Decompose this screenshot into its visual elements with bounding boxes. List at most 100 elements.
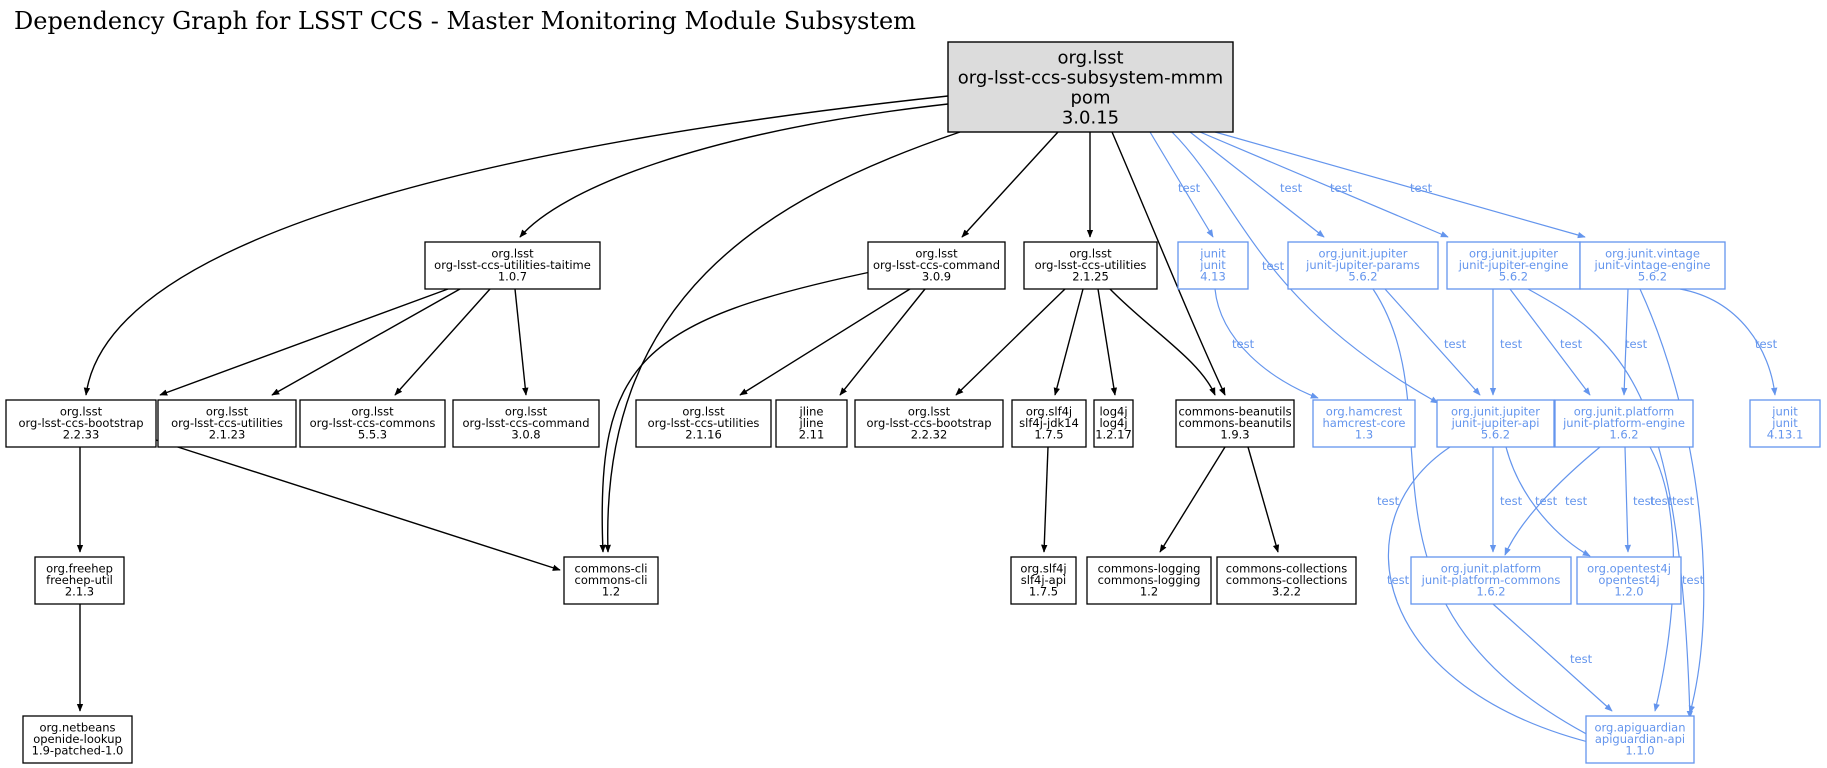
edge-label: test xyxy=(1232,337,1255,351)
edge-line xyxy=(155,439,561,571)
edge-junit413-to-hamcrest: test xyxy=(1214,288,1319,399)
edge-label: test xyxy=(1410,181,1433,195)
edge-pengine-to-pcommons: test xyxy=(1504,446,1601,556)
edge-jengine-to-japi: test xyxy=(1489,289,1523,396)
node-version: 2.11 xyxy=(799,428,825,442)
edge-utilities2125-to-log4j xyxy=(1097,288,1118,396)
node-version: 3.0.9 xyxy=(922,270,951,284)
edge-label: test xyxy=(1387,573,1410,587)
node-group-id: org.junit.platform xyxy=(1574,405,1675,419)
node-group-id: org.junit.jupiter xyxy=(1451,405,1540,419)
node-artifact-id: commons-collections xyxy=(1226,573,1347,587)
edge-line xyxy=(839,288,926,396)
node-version: 4.13 xyxy=(1200,270,1226,284)
edge-line xyxy=(1189,131,1325,238)
node-box xyxy=(1749,399,1821,448)
node-version: 1.6.2 xyxy=(1609,428,1638,442)
node-box xyxy=(563,556,659,605)
edge-root-to-taitime xyxy=(519,103,949,238)
edge-line xyxy=(1505,446,1591,557)
edge-line xyxy=(1509,288,1591,396)
edge-line xyxy=(1621,288,1629,396)
node-artifact-id: slf4j-api xyxy=(1021,573,1066,587)
node-packaging: pom xyxy=(1071,87,1111,108)
node-artifact-id: org-lsst-ccs-command xyxy=(462,416,589,430)
edge-pengine-to-opentest4j: test xyxy=(1624,446,1656,553)
node-junit-jupiter-engine-5-6-2: org.junit.jupiterjunit-jupiter-engine5.6… xyxy=(1446,241,1581,290)
node-group-id: org.lsst xyxy=(206,405,249,419)
node-version: 5.6.2 xyxy=(1499,270,1528,284)
node-junit-platform-engine-1-6-2: org.junit.platformjunit-platform-engine1… xyxy=(1554,399,1694,448)
node-box xyxy=(1093,399,1134,448)
node-box xyxy=(1177,241,1249,290)
node-group-id: org.junit.vintage xyxy=(1605,247,1700,261)
node-box xyxy=(947,41,1234,133)
node-version: 2.1.25 xyxy=(1072,270,1109,284)
node-artifact-id: junit xyxy=(1771,416,1798,430)
node-box xyxy=(854,399,1004,448)
node-box xyxy=(1023,241,1158,290)
node-version: 3.0.8 xyxy=(511,428,540,442)
node-group-id: commons-logging xyxy=(1098,562,1201,576)
edge-vintage-to-pengine: test xyxy=(1621,288,1648,396)
edge-line xyxy=(1159,446,1226,553)
node-group-id: org.junit.platform xyxy=(1441,562,1542,576)
node-artifact-id: org-lsst-ccs-subsystem-mmm xyxy=(958,67,1223,88)
node-artifact-id: openide-lookup xyxy=(33,732,122,746)
edge-line xyxy=(1372,288,1595,739)
edge-japi-to-opentest4j: test xyxy=(1505,446,1591,557)
edge-utilities2125-to-slf4jjdk xyxy=(1053,288,1084,396)
node-artifact-id: commons-cli xyxy=(575,573,648,587)
node-box xyxy=(1010,556,1077,605)
node-artifact-id: org-lsst-ccs-bootstrap xyxy=(18,416,143,430)
node-box xyxy=(1446,241,1581,290)
node-box xyxy=(1312,399,1416,448)
edge-line xyxy=(1679,288,1778,396)
node-version: 1.9.3 xyxy=(1220,428,1249,442)
node-version: 1.2.0 xyxy=(1614,585,1643,599)
edge-slf4jjdk-to-slf4japi xyxy=(1041,446,1049,553)
node-org-lsst-ccs-subsystem-mmm-3-0-15: org.lsstorg-lsst-ccs-subsystem-mmmpom3.0… xyxy=(947,41,1234,133)
edge-taitime-to-commons553 xyxy=(394,288,491,396)
edge-vintage-to-junit4131: test xyxy=(1679,288,1778,396)
edge-label: test xyxy=(1650,494,1673,508)
node-group-id: org.junit.jupiter xyxy=(1469,247,1558,261)
edge-label: test xyxy=(1262,259,1285,273)
node-version: 2.1.23 xyxy=(209,428,246,442)
node-box xyxy=(1436,399,1555,448)
node-version: 5.6.2 xyxy=(1348,270,1377,284)
edge-jengine-to-pengine: test xyxy=(1509,288,1591,396)
edge-line xyxy=(1053,288,1084,396)
node-artifact-id: org-lsst-ccs-utilities xyxy=(171,416,283,430)
node-group-id: org.lsst xyxy=(908,405,951,419)
edge-label: test xyxy=(1444,337,1467,351)
node-group-id: org.netbeans xyxy=(39,721,115,735)
node-box xyxy=(1011,399,1087,448)
edge-root-to-japi: test xyxy=(1171,131,1439,404)
edge-label: test xyxy=(1625,337,1648,351)
node-box xyxy=(635,399,772,448)
edge-root-to-junit413: test xyxy=(1149,131,1214,238)
node-version: 2.2.32 xyxy=(911,428,948,442)
edge-line xyxy=(1504,446,1601,556)
node-box xyxy=(1216,556,1357,605)
node-artifact-id: junit-jupiter-engine xyxy=(1458,258,1569,272)
edge-line xyxy=(1247,446,1280,553)
edge-line xyxy=(1214,288,1319,399)
node-box xyxy=(1287,241,1439,290)
node-box xyxy=(424,241,601,290)
node-box xyxy=(1554,399,1694,448)
edge-line xyxy=(961,131,1059,238)
edge-utilities2125-to-beanutils xyxy=(1109,288,1216,396)
node-version: 1.3 xyxy=(1355,428,1373,442)
